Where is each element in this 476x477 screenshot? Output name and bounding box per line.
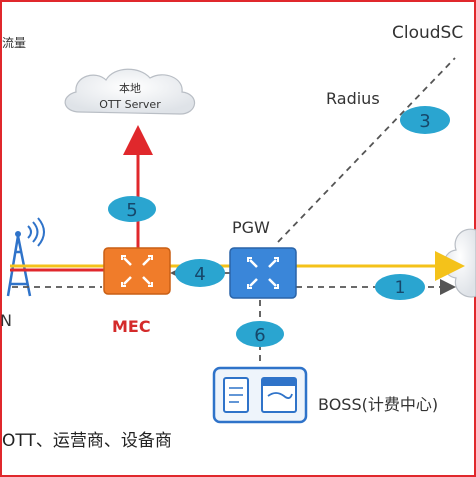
step-badge-4 [175, 259, 225, 287]
step-6-label: 6 [254, 325, 265, 346]
boss-node-icon [212, 366, 308, 424]
base-station-icon [6, 217, 45, 297]
top-left-label: 流量 [2, 36, 26, 50]
step-3-label: 3 [419, 111, 430, 132]
mec-label: MEC [112, 317, 151, 336]
step-badge-1 [375, 274, 425, 300]
step-1-label: 1 [395, 278, 406, 298]
bottom-caption: OTT、运营商、设备商 [2, 431, 172, 451]
base-station-label: N [0, 311, 12, 330]
boss-label: BOSS(计费中心) [318, 395, 438, 414]
step-badge-3 [400, 106, 450, 134]
local-ott-cloud [64, 68, 196, 115]
step-4-label: 4 [194, 264, 205, 285]
radius-link [277, 57, 456, 243]
step-badge-6 [236, 321, 284, 347]
pgw-node-icon [229, 247, 297, 299]
mec-node-icon [103, 247, 171, 295]
step-badge-5 [108, 196, 156, 222]
pgw-label: PGW [232, 218, 270, 237]
step-5-label: 5 [126, 200, 137, 221]
radius-label: Radius [326, 89, 380, 108]
local-cloud-line2: OTT Server [99, 98, 161, 111]
local-cloud-line1: 本地 [119, 81, 141, 95]
cloudsc-label: CloudSC [392, 23, 463, 43]
right-cloud [443, 228, 476, 298]
